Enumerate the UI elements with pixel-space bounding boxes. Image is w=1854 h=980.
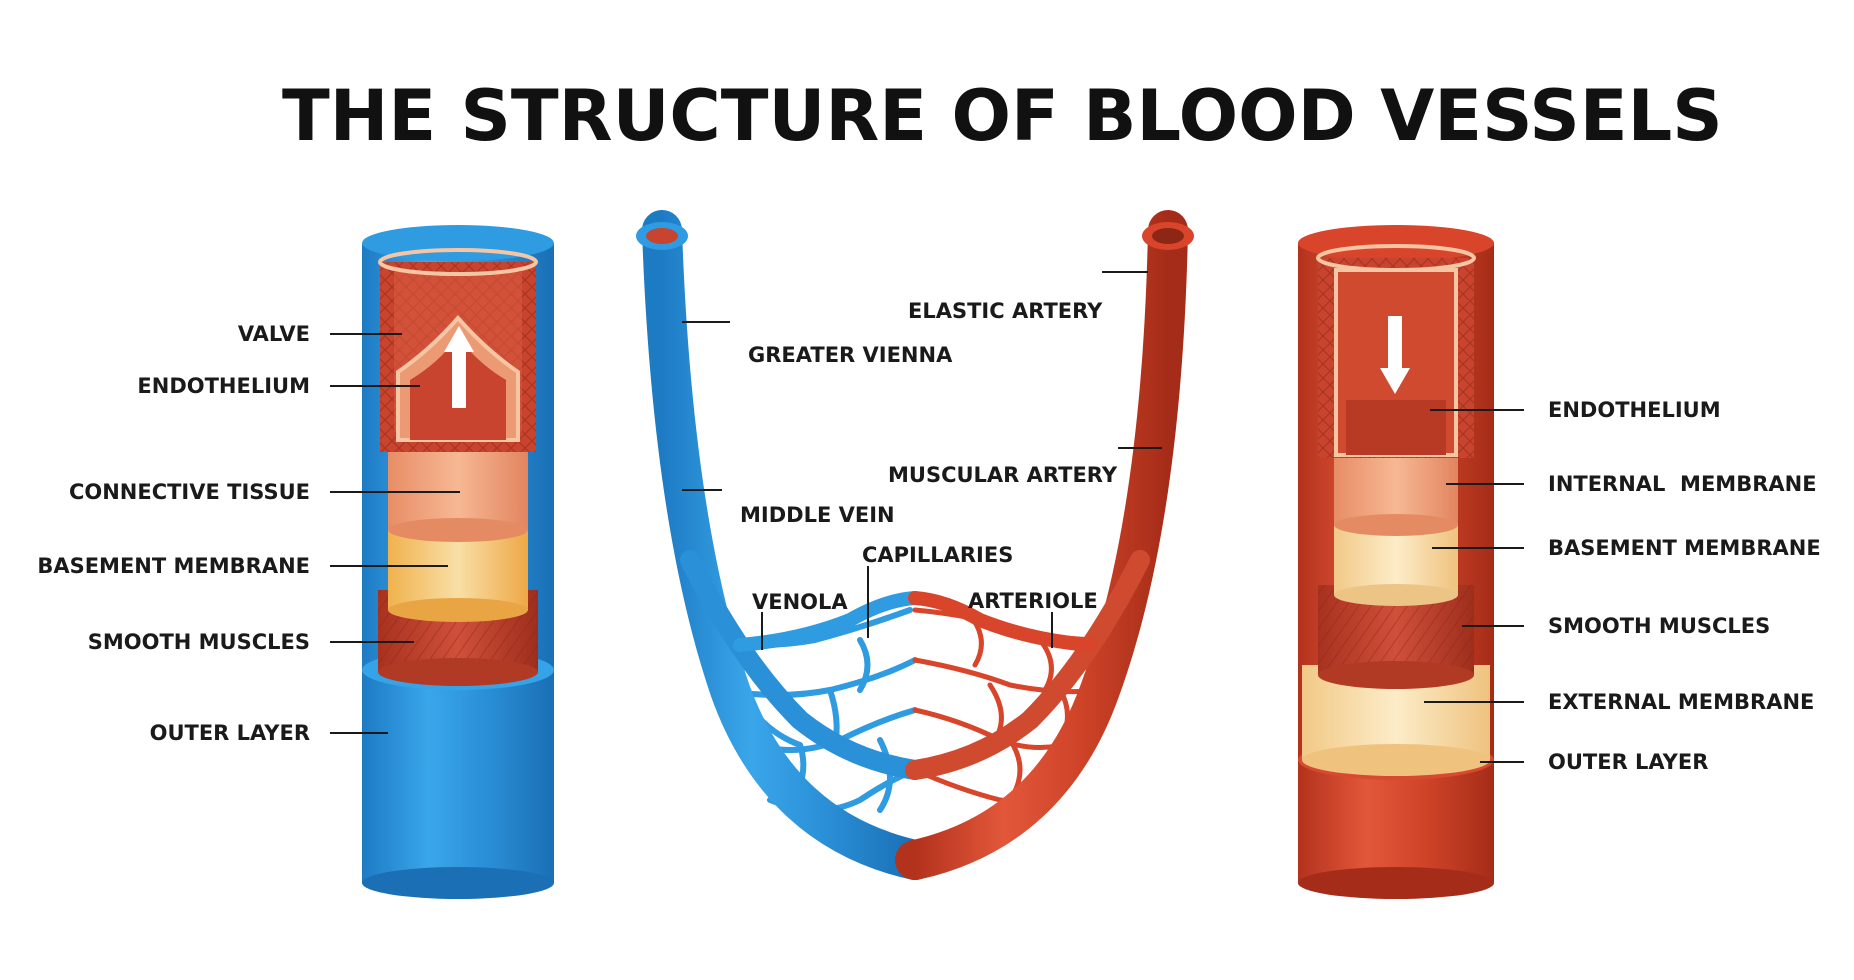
artery-cross-section: [1298, 225, 1494, 899]
label-vein-outer-layer: OUTER LAYER: [150, 721, 310, 745]
vessel-network: [636, 210, 1194, 880]
label-artery-internal-membrane: INTERNAL MEMBRANE: [1548, 472, 1817, 496]
label-artery-outer-layer: OUTER LAYER: [1548, 750, 1708, 774]
artery-inner-rim: [1316, 244, 1476, 272]
elastic-artery: [895, 210, 1188, 880]
elastic-artery-lumen: [1152, 228, 1184, 244]
greater-vein: [642, 210, 935, 880]
upward-flow-arrow-icon: [444, 326, 474, 408]
vein-connective-band: [388, 448, 528, 530]
network-leader-lines: [682, 271, 1162, 650]
artery-basement-rim: [1334, 584, 1458, 606]
label-vein-smooth-muscles: SMOOTH MUSCLES: [88, 630, 310, 654]
label-artery-smooth-muscles: SMOOTH MUSCLES: [1548, 614, 1770, 638]
artery-external-rim: [1302, 744, 1490, 776]
artery-endothelium-layer: [1346, 400, 1446, 455]
label-artery-endothelium: ENDOTHELIUM: [1548, 398, 1721, 422]
greater-vein-lumen: [646, 228, 678, 244]
label-middle-vein: MIDDLE VEIN: [740, 503, 895, 527]
label-venola: VENOLA: [752, 590, 848, 614]
page-title: THE STRUCTURE OF BLOOD VESSELS: [282, 75, 1723, 157]
artery-muscle-rim: [1318, 661, 1474, 689]
label-greater-vienna: GREATER VIENNA: [748, 343, 953, 367]
artery-bottom-cap: [1298, 867, 1494, 899]
vein-bottom-cap: [362, 867, 554, 899]
label-vein-valve: VALVE: [238, 322, 310, 346]
label-artery-basement-membrane: BASEMENT MEMBRANE: [1548, 536, 1821, 560]
arteriole-branch: [908, 591, 1097, 652]
artery-leader-lines: [1424, 409, 1524, 763]
artery-internal-band: [1334, 450, 1458, 525]
downward-flow-arrow-icon: [1380, 316, 1410, 394]
label-vein-basement-membrane: BASEMENT MEMBRANE: [37, 554, 310, 578]
label-capillaries: CAPILLARIES: [862, 543, 1013, 567]
vein-muscle-rim: [378, 658, 538, 686]
label-elastic-artery: ELASTIC ARTERY: [908, 299, 1103, 323]
artery-top-rim: [1298, 225, 1494, 261]
label-muscular-artery: MUSCULAR ARTERY: [888, 463, 1118, 487]
artery-internal-rim: [1334, 514, 1458, 536]
middle-vein-branch: [680, 550, 925, 780]
label-vein-endothelium: ENDOTHELIUM: [137, 374, 310, 398]
venola-branch: [733, 591, 922, 652]
muscular-artery-branch: [905, 550, 1150, 780]
vein-leader-lines: [330, 333, 460, 734]
label-arteriole: ARTERIOLE: [968, 589, 1098, 613]
label-artery-external-membrane: EXTERNAL MEMBRANE: [1548, 690, 1814, 714]
vein-cross-section: [362, 225, 554, 899]
vein-connective-rim: [388, 518, 528, 542]
label-vein-connective-tissue: CONNECTIVE TISSUE: [69, 480, 310, 504]
vein-inner-rim: [378, 248, 538, 276]
vein-basement-rim: [388, 598, 528, 622]
